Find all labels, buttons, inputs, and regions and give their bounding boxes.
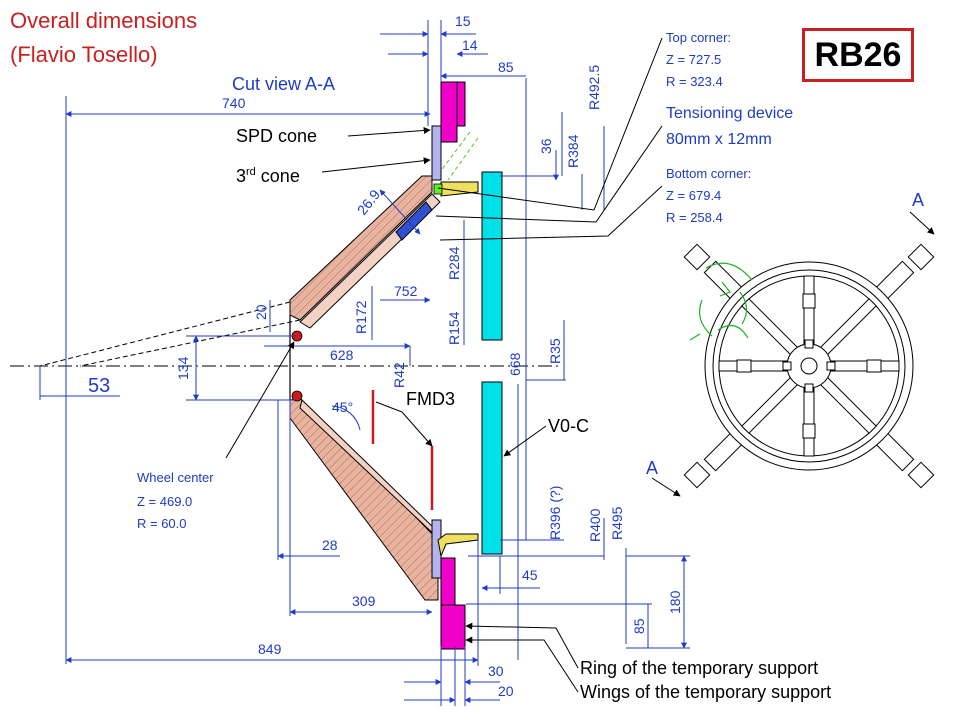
dim-20-bottom: 20 [498,683,514,699]
dim-180: 180 [667,590,683,614]
dim-14: 14 [462,37,478,53]
bottom-corner-note-2: Z = 679.4 [666,188,721,203]
wings-support-label: Wings of the temporary support [580,682,831,702]
view-label: Cut view A-A [232,74,335,94]
tensioning-note-2: 80mm x 12mm [666,131,772,148]
dim-668: 668 [507,352,523,376]
dashed-extension-4 [447,137,479,181]
third-cone-label: 3rd cone [236,166,300,186]
dim-26-9: 26.9 [354,186,384,217]
support-lower-b [440,604,466,650]
dim-15: 15 [455,13,471,29]
dim-20-left: 20 [253,304,269,320]
wheel-point-lower [291,390,303,402]
support-upper-a [440,81,458,143]
dim-849: 849 [258,641,282,657]
rb26-badge: RB26 [802,28,914,82]
bottom-corner-note-3: R = 258.4 [666,210,723,225]
spd-cone-label: SPD cone [236,126,317,146]
dim-r495: R495 [609,506,625,540]
bracket-lower [437,533,479,558]
v0c-upper [481,171,503,341]
wheel-center-note-1: Wheel center [137,470,214,485]
tension-marker [433,183,443,195]
dim-r154: R154 [446,311,462,345]
support-upper-b [456,81,466,127]
dim-85-top: 85 [498,59,514,75]
ring-support-label: Ring of the temporary support [580,658,818,678]
spd-plate-upper [431,125,442,181]
dim-45-angle: 45° [332,399,353,415]
dim-r384: R384 [565,134,581,168]
dim-28: 28 [322,537,338,553]
v0c-label: V0-C [548,416,589,436]
title-line-2: (Flavio Tosello) [10,42,158,67]
dim-752: 752 [394,283,418,299]
dim-r42: R42 [391,362,407,388]
dim-30: 30 [488,663,504,679]
tensioning-note-1: Tensioning device [666,105,793,122]
dim-45: 45 [522,567,538,583]
wheel-green-annotations [689,262,753,341]
wheel-center-note-2: Z = 469.0 [137,494,192,509]
dim-134: 134 [175,356,191,380]
dim-r492-5: R492.5 [586,65,602,110]
dim-628: 628 [330,347,354,363]
dashed-extension-2 [79,319,301,367]
dashed-extension-1 [39,301,291,367]
title-line-1: Overall dimensions [10,8,197,33]
dim-36: 36 [538,138,554,154]
dim-740: 740 [222,95,246,111]
v0c-lower [481,381,503,555]
dashed-extension-3 [439,131,471,173]
bottom-corner-note-1: Bottom corner: [666,166,751,181]
dim-309: 309 [352,593,376,609]
wheel-center-note-3: R = 60.0 [137,516,187,531]
top-corner-note-2: Z = 727.5 [666,52,721,67]
wheel-front-view [683,243,935,489]
fmd3-label: FMD3 [406,389,455,409]
support-lower-a [440,557,456,609]
section-mark-a-bottom: A [646,458,658,478]
dim-53: 53 [88,375,110,397]
dim-85-bottom: 85 [631,618,647,634]
dim-r396: R396 (?) [547,486,563,540]
dim-r35: R35 [547,338,563,364]
dim-r172: R172 [353,300,369,334]
top-corner-note-3: R = 323.4 [666,74,723,89]
top-corner-note-1: Top corner: [666,30,731,45]
dim-r284: R284 [446,246,462,280]
dim-r400: R400 [587,508,603,542]
section-mark-a-top: A [912,190,924,210]
rb26-badge-text: RB26 [814,35,902,74]
